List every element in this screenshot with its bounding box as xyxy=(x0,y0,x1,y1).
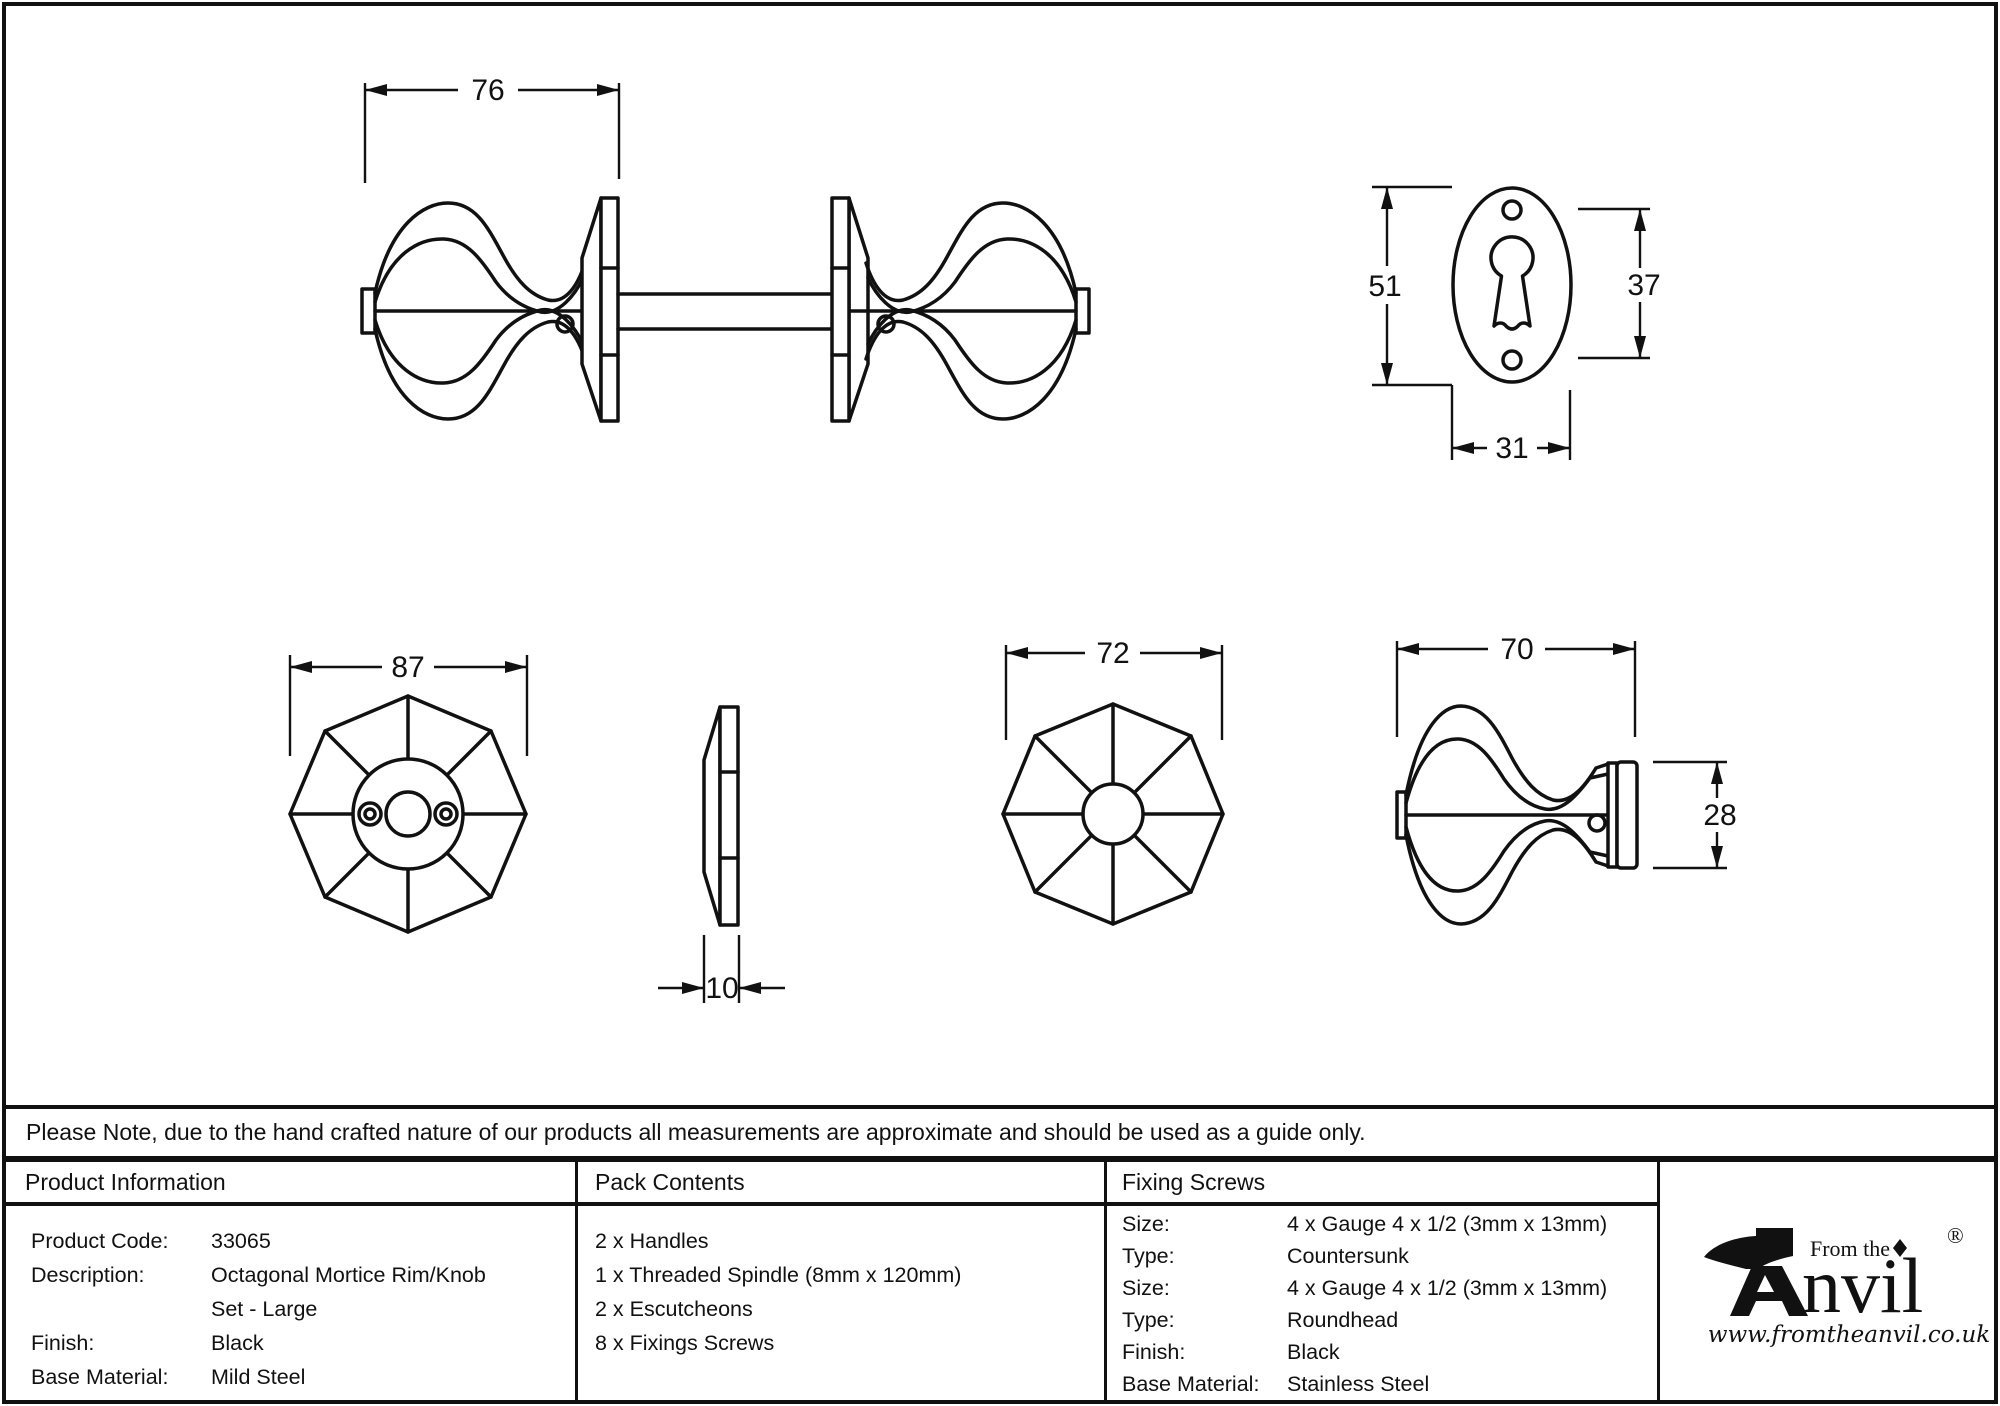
logo-brand-text: nvil xyxy=(1802,1242,1923,1329)
rose-screw-hole-right xyxy=(433,801,459,827)
table-row: Type: Roundhead xyxy=(1122,1307,1399,1332)
knob-side-stem xyxy=(1615,760,1639,870)
pack-contents-header: Pack Contents xyxy=(578,1162,1104,1206)
left-rose-plate xyxy=(599,196,620,423)
fixing-screws-header: Fixing Screws xyxy=(1107,1162,1657,1206)
drawing-rose-front: 87 xyxy=(288,651,529,934)
right-rose-plate xyxy=(830,196,851,423)
pack-contents-column: Pack Contents 2 x Handles 1 x Threaded S… xyxy=(578,1162,1107,1400)
right-knob-grub-screw xyxy=(876,314,896,334)
rose-spindle-hole xyxy=(384,790,432,838)
product-information-header: Product Information xyxy=(6,1162,575,1206)
right-knob-tip xyxy=(1074,287,1091,335)
dim-label-knob-set-width: 76 xyxy=(471,74,504,107)
measurement-note-text: Please Note, due to the hand crafted nat… xyxy=(26,1119,1366,1145)
logo-diamond-icon xyxy=(1893,1239,1907,1257)
keyhole xyxy=(1489,235,1535,331)
escutcheon-screw-hole-top xyxy=(1501,199,1523,221)
fixing-screws-column: Fixing Screws Size: 4 x Gauge 4 x 1/2 (3… xyxy=(1107,1162,1660,1400)
list-item: 8 x Fixings Screws xyxy=(595,1330,775,1355)
registered-trademark-icon: ® xyxy=(1947,1223,1964,1248)
table-row: Type: Countersunk xyxy=(1122,1243,1409,1268)
anvil-logo-icon: From the nvil ® www.fromtheanvil.co.uk xyxy=(1704,1223,1990,1348)
brand-logo-cell: From the nvil ® www.fromtheanvil.co.uk xyxy=(1660,1162,1994,1400)
left-knob-tip xyxy=(360,287,377,335)
list-item: 2 x Escutcheons xyxy=(595,1296,753,1321)
product-info-table: Product Information Product Code: 33065 … xyxy=(6,1162,1994,1400)
dim-label-escutcheon-width: 31 xyxy=(1495,432,1528,465)
drawing-knob-front: 72 xyxy=(1001,637,1225,926)
logo-url: www.fromtheanvil.co.uk xyxy=(1708,1322,1990,1348)
dim-label-knob-projection: 70 xyxy=(1500,633,1533,666)
anvil-glyph xyxy=(1704,1228,1793,1269)
logo-tagline: From the xyxy=(1810,1236,1890,1261)
table-row: Base Material: Stainless Steel xyxy=(1122,1371,1430,1396)
measurement-note: Please Note, due to the hand crafted nat… xyxy=(6,1105,1994,1162)
rose-side-bevel xyxy=(702,705,722,927)
list-item: 2 x Handles xyxy=(595,1228,709,1253)
list-item: 1 x Threaded Spindle (8mm x 120mm) xyxy=(595,1262,962,1287)
dim-label-knob-stem-diameter: 28 xyxy=(1703,799,1736,832)
drawing-area: 76 xyxy=(6,6,1994,1105)
drawing-rose-side: 10 xyxy=(658,705,785,1005)
left-rose-bevel xyxy=(580,196,603,423)
dim-label-knob-face-width: 72 xyxy=(1096,637,1129,670)
knob-side-grub-screw xyxy=(1587,813,1607,833)
escutcheon-plate xyxy=(1451,186,1573,384)
table-row: Finish: Black xyxy=(31,1330,264,1355)
rose-side-plate xyxy=(718,705,740,927)
knob-center-boss xyxy=(1081,782,1145,846)
table-row: Set - Large xyxy=(211,1296,318,1321)
dim-label-rose-width: 87 xyxy=(391,651,424,684)
rose-boss xyxy=(351,757,465,871)
table-row: Size: 4 x Gauge 4 x 1/2 (3mm x 13mm) xyxy=(1122,1211,1608,1236)
dim-label-rose-thickness: 10 xyxy=(705,972,738,1005)
table-row: Size: 4 x Gauge 4 x 1/2 (3mm x 13mm) xyxy=(1122,1275,1608,1300)
drawing-escutcheon-front: 51 37 31 xyxy=(1368,185,1661,465)
table-row: Base Material: Mild Steel xyxy=(31,1364,306,1389)
left-knob-grub-screw xyxy=(555,314,575,334)
technical-drawing-canvas: 76 xyxy=(288,74,1737,1005)
dim-label-escutcheon-height: 51 xyxy=(1368,270,1401,303)
drawing-knob-side: 70 28 xyxy=(1395,633,1737,926)
table-row: Finish: Black xyxy=(1122,1339,1340,1364)
drawing-knob-set-side-view: 76 xyxy=(360,74,1091,423)
dim-label-escutcheon-hole-spacing: 37 xyxy=(1627,269,1660,302)
escutcheon-screw-hole-bottom xyxy=(1501,349,1523,371)
table-row: Product Code: 33065 xyxy=(31,1228,271,1253)
table-row: Description: Octagonal Mortice Rim/Knob xyxy=(31,1262,486,1287)
product-information-column: Product Information Product Code: 33065 … xyxy=(6,1162,578,1400)
rose-screw-hole-left xyxy=(357,801,383,827)
